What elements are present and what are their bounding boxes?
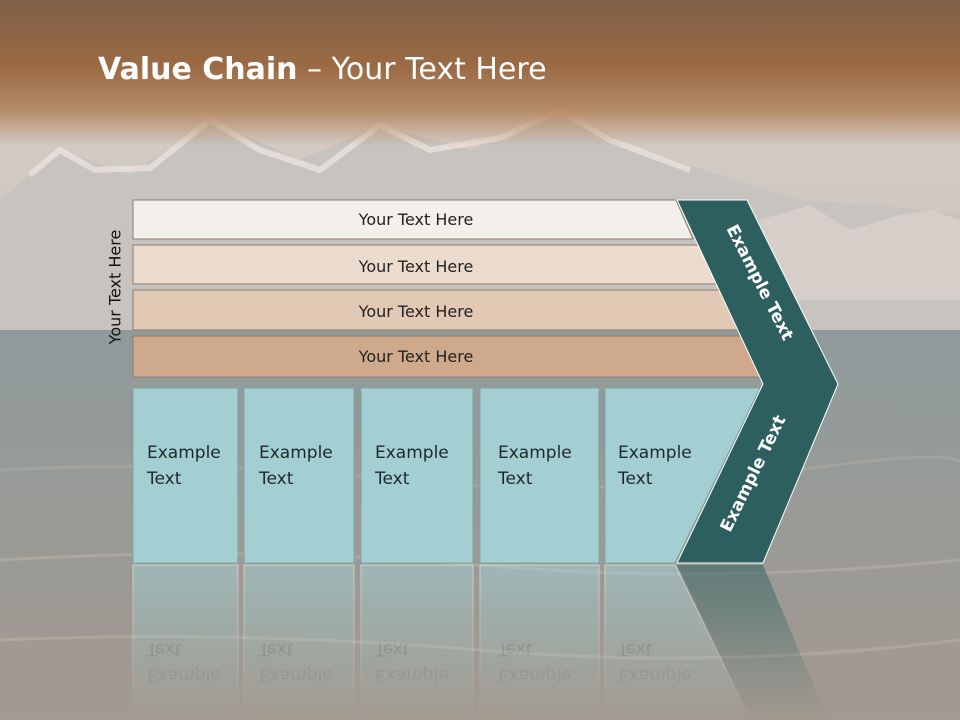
box-1-line1: Example: [147, 443, 221, 463]
svg-text:Text: Text: [374, 639, 410, 659]
svg-text:Example: Example: [147, 665, 221, 685]
slide-title-rest: – Your Text Here: [297, 52, 547, 87]
box-1: Example Text: [132, 387, 239, 564]
box-2-line2: Text: [258, 469, 294, 489]
svg-text:Text: Text: [258, 639, 294, 659]
band-3-label: Your Text Here: [358, 302, 474, 321]
diagram-reflection: Example Text Example Text Example Text Exam…: [132, 564, 828, 720]
band-3: Your Text Here: [132, 289, 740, 331]
band-2: Your Text Here: [132, 244, 718, 285]
box-5-line2: Text: [617, 469, 653, 489]
svg-text:Example: Example: [259, 665, 333, 685]
svg-text:Text: Text: [617, 639, 653, 659]
svg-text:Example: Example: [498, 665, 572, 685]
box-3-line1: Example: [375, 443, 449, 463]
svg-text:Text: Text: [146, 639, 182, 659]
band-1-label: Your Text Here: [358, 210, 474, 229]
band-1: Your Text Here: [132, 199, 694, 240]
box-5: Example Text: [604, 387, 761, 564]
svg-text:Example: Example: [618, 665, 692, 685]
box-4: Example Text: [479, 387, 600, 564]
box-5-line1: Example: [618, 443, 692, 463]
box-2: Example Text: [243, 387, 355, 564]
band-4-label: Your Text Here: [358, 347, 474, 366]
svg-text:Text: Text: [497, 639, 533, 659]
band-2-label: Your Text Here: [358, 257, 474, 276]
slide-title-bold: Value Chain: [98, 52, 298, 87]
slide-title: Value Chain – Your Text Here: [98, 52, 547, 87]
box-4-line2: Text: [497, 469, 533, 489]
title-band: [0, 0, 960, 146]
svg-text:Example: Example: [375, 665, 449, 685]
box-4-line1: Example: [498, 443, 572, 463]
band-4: Your Text Here: [132, 335, 764, 378]
box-2-line1: Example: [259, 443, 333, 463]
box-3: Example Text: [360, 387, 474, 564]
box-1-line2: Text: [146, 469, 182, 489]
box-3-line2: Text: [374, 469, 410, 489]
